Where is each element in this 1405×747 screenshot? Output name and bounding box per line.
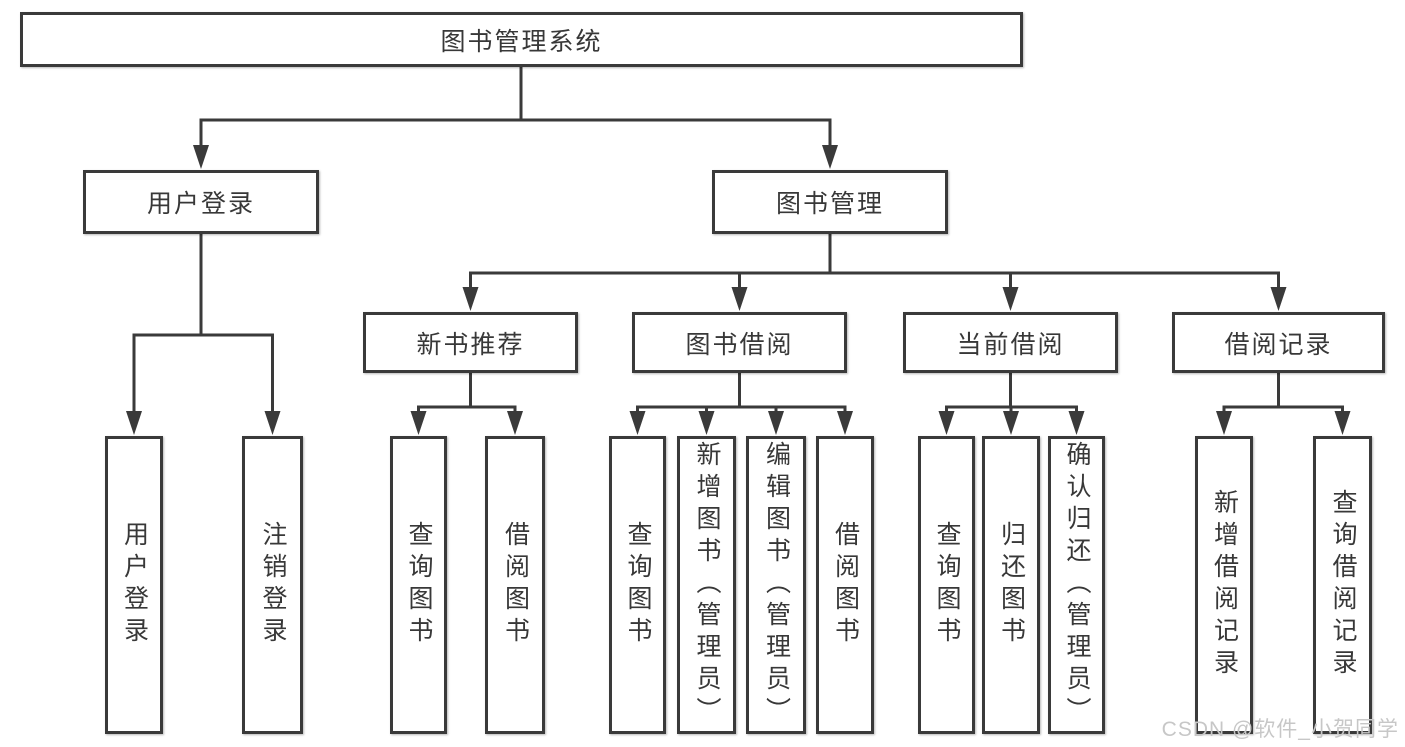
leaf-add-borrow-record: 新增借阅记录: [1195, 436, 1253, 734]
leaf-edit-book-admin-label: 编辑图书（管理员）: [762, 441, 791, 729]
node-book-borrow-label: 图书借阅: [685, 330, 794, 359]
leaf-query-borrow-record-label: 查询借阅记录: [1329, 489, 1357, 681]
connectors-new-book-recommend-to-leaves: [410, 373, 523, 435]
watermark: CSDN @软件_小贺同学: [1161, 718, 1399, 741]
node-user-login-label: 用户登录: [146, 190, 255, 218]
node-book-management-label: 图书管理: [775, 190, 884, 218]
node-root: 图书管理系统: [20, 12, 1023, 67]
leaf-logout: 注销登录: [242, 436, 303, 734]
leaf-return-book-label: 归还图书: [997, 521, 1026, 649]
leaf-borrow-books: 借阅图书: [816, 436, 874, 734]
leaf-add-borrow-record-label: 新增借阅记录: [1210, 489, 1239, 681]
leaf-borrow-books-label: 借阅图书: [831, 521, 860, 649]
node-borrow-records: 借阅记录: [1172, 312, 1385, 373]
connectors-book-borrow-to-leaves: [629, 373, 853, 435]
leaf-query-books-recommend-label: 查询图书: [405, 521, 433, 649]
leaf-query-books-current-label: 查询图书: [933, 521, 961, 649]
leaf-confirm-return-admin: 确认归还（管理员）: [1048, 436, 1105, 734]
node-user-login: 用户登录: [83, 170, 319, 234]
node-new-book-recommend-label: 新书推荐: [416, 330, 525, 359]
node-root-label: 图书管理系统: [440, 27, 603, 56]
connectors-book-management-to-level2: [462, 234, 1287, 311]
node-new-book-recommend: 新书推荐: [363, 312, 578, 373]
connectors-current-borrow-to-leaves: [938, 373, 1085, 435]
leaf-borrow-books-recommend: 借阅图书: [485, 436, 545, 734]
leaf-edit-book-admin: 编辑图书（管理员）: [746, 436, 806, 734]
node-current-borrow-label: 当前借阅: [956, 330, 1065, 359]
node-book-management: 图书管理: [712, 170, 948, 234]
leaf-return-book: 归还图书: [982, 436, 1040, 734]
leaf-query-borrow-record: 查询借阅记录: [1313, 436, 1372, 734]
connectors-root-to-level1: [193, 67, 838, 169]
leaf-query-books-borrow: 查询图书: [609, 436, 666, 734]
leaf-confirm-return-admin-label: 确认归还（管理员）: [1063, 441, 1091, 729]
connectors-user-login-to-leaves: [126, 234, 281, 435]
leaf-user-login-label: 用户登录: [120, 521, 149, 649]
leaf-query-books-current: 查询图书: [918, 436, 975, 734]
node-current-borrow: 当前借阅: [903, 312, 1118, 373]
connectors-borrow-records-to-leaves: [1216, 373, 1351, 435]
leaf-logout-label: 注销登录: [259, 521, 287, 649]
leaf-borrow-books-recommend-label: 借阅图书: [501, 521, 530, 649]
leaf-user-login: 用户登录: [105, 436, 163, 734]
leaf-query-books-borrow-label: 查询图书: [624, 521, 652, 649]
leaf-query-books-recommend: 查询图书: [390, 436, 447, 734]
leaf-add-book-admin-label: 新增图书（管理员）: [693, 441, 721, 729]
leaf-add-book-admin: 新增图书（管理员）: [677, 436, 736, 734]
node-borrow-records-label: 借阅记录: [1224, 330, 1333, 359]
node-book-borrow: 图书借阅: [632, 312, 847, 373]
